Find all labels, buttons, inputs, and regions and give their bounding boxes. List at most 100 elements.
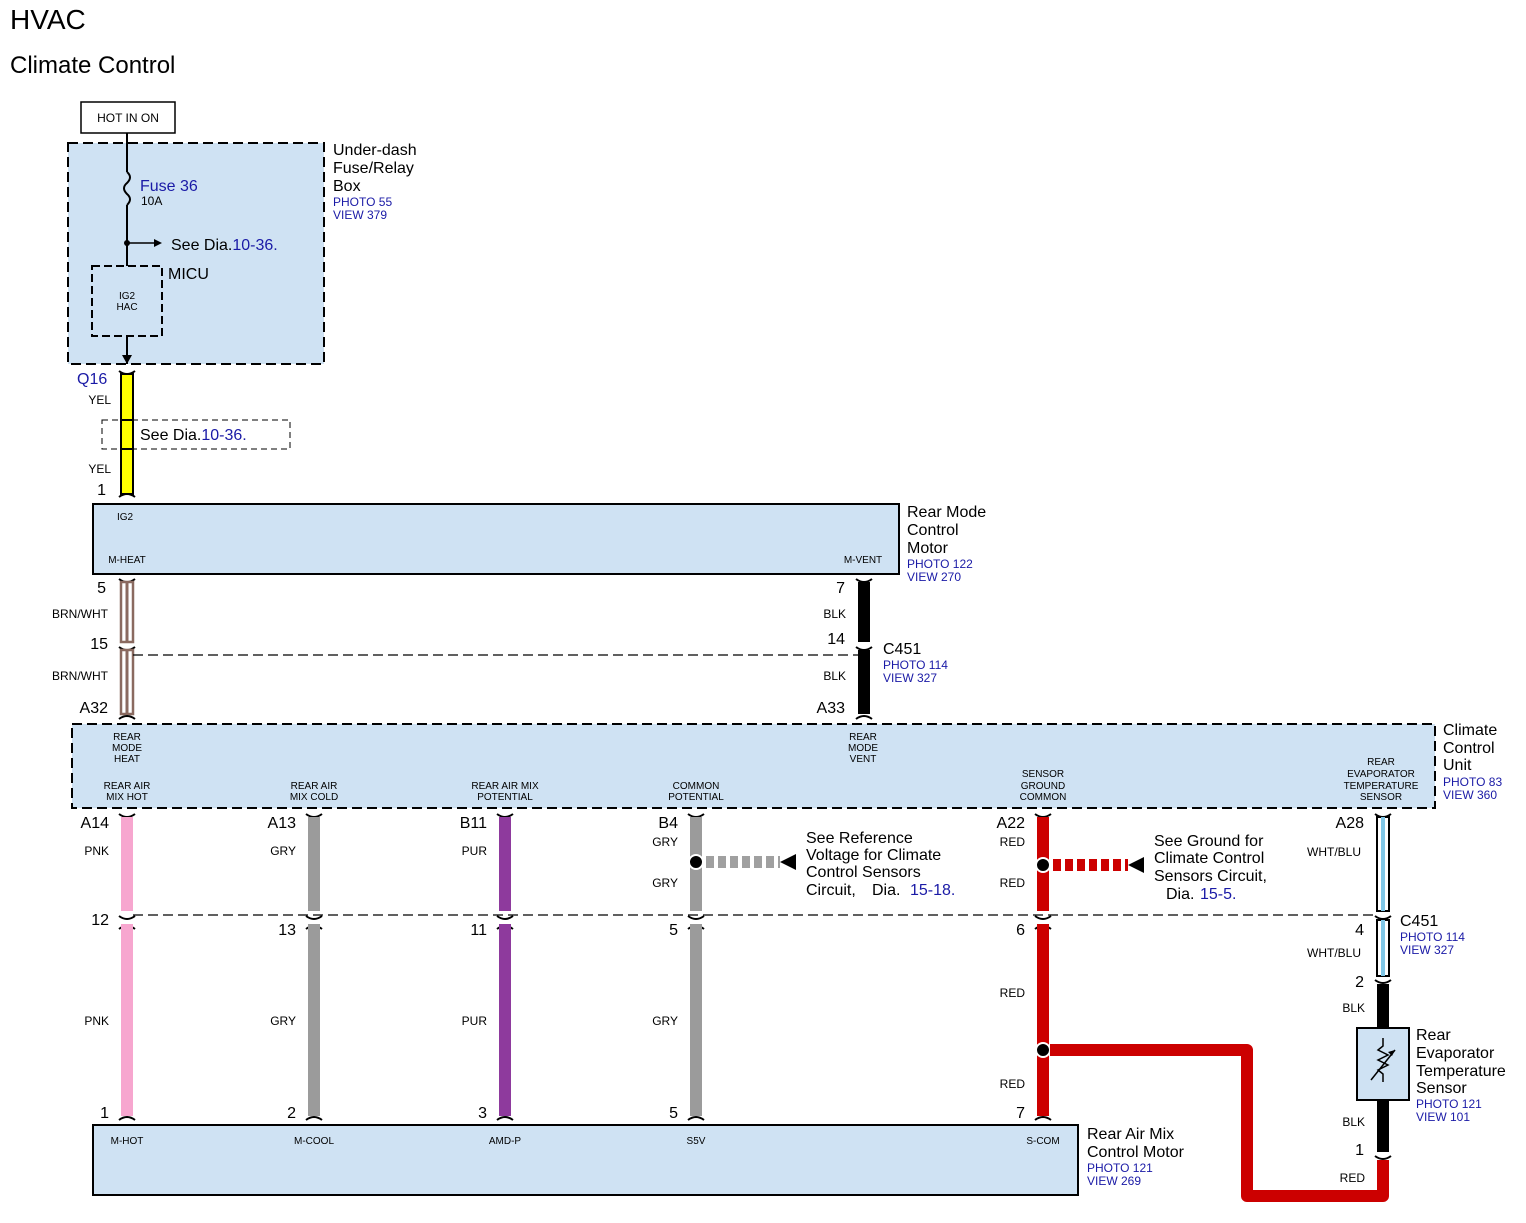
c451-lower-photo-link[interactable]: PHOTO 114 (1400, 930, 1465, 944)
lower-wire-3-c451-pin: 5 (669, 922, 678, 939)
cu-label-rear-mode-heat: REAR MODE HEAT (112, 732, 142, 765)
blk-wire-label-2: BLK (823, 669, 846, 683)
svg-text:SENSOR: SENSOR (1022, 769, 1064, 780)
svg-text:SENSOR: SENSOR (1360, 792, 1402, 803)
rear-mode-pin-1: 1 (97, 482, 106, 499)
svg-text:REAR AIR MIX: REAR AIR MIX (471, 781, 539, 792)
climate-control-unit-box (71, 723, 1436, 809)
svg-text:15-5.: 15-5. (1200, 886, 1236, 903)
blk-wire-upper (858, 582, 870, 642)
lower-wire-0-c451-pin: 12 (91, 912, 109, 929)
page-title: HVAC (10, 4, 86, 35)
pin-1-connector (118, 493, 136, 498)
cu-pin-a32: A32 (80, 700, 109, 717)
red-ground-loop-wire (1050, 1044, 1389, 1202)
evap-sensor-view-link[interactable]: VIEW 101 (1416, 1110, 1470, 1124)
pin-a33-connector (855, 715, 873, 720)
svg-text:HEAT: HEAT (114, 754, 140, 765)
blk-pin-7: 7 (836, 580, 845, 597)
cu-pin-a28: A28 (1336, 815, 1365, 832)
cu-photo-link[interactable]: PHOTO 83 (1443, 775, 1502, 789)
lower-wire-3-motor-pin: 5 (669, 1105, 678, 1122)
red-sensor-label: RED (1340, 1171, 1366, 1185)
svg-text:Voltage for Climate: Voltage for Climate (806, 847, 941, 864)
cu-label-evap-sensor: REAR EVAPORATOR TEMPERATURE SENSOR (1344, 757, 1419, 803)
yel-wire-overlay (120, 419, 134, 450)
pin-1-sensor-connector (1374, 1155, 1392, 1160)
evap-sensor-name-4: Sensor (1416, 1080, 1467, 1097)
cu-label-mix-hot: REAR AIR MIX HOT (104, 781, 151, 803)
thermistor-icon (1370, 1038, 1396, 1082)
lower-wire-2-cu-pin: B11 (460, 815, 487, 832)
lower-wire-1-motor-connector (305, 1116, 323, 1121)
ref-ground-text[interactable]: See Ground for Climate Control Sensors C… (1154, 833, 1267, 903)
red-ground-splice (1035, 1042, 1051, 1058)
svg-text:POTENTIAL: POTENTIAL (668, 792, 724, 803)
cu-pin-a33: A33 (817, 700, 846, 717)
fuse-box-view-link[interactable]: VIEW 379 (333, 208, 387, 222)
wht-blu-label-1: WHT/BLU (1307, 845, 1361, 859)
lower-wire-1-color-bottom: GRY (270, 1014, 296, 1028)
pin-7-connector (855, 578, 873, 583)
cu-label-sensor-ground: SENSOR GROUND COMMON (1020, 769, 1067, 803)
lower-wire-0-motor-pin: 1 (100, 1105, 109, 1122)
rear-mode-view-link[interactable]: VIEW 270 (907, 570, 961, 584)
svg-text:Circuit,: Circuit, (806, 882, 856, 899)
c451-upper-photo-link[interactable]: PHOTO 114 (883, 658, 948, 672)
rear-air-mix-view-link[interactable]: VIEW 269 (1087, 1174, 1141, 1188)
svg-text:COMMON: COMMON (673, 781, 720, 792)
motor-pin-s5v: S5V (687, 1136, 706, 1147)
rear-air-mix-name-1: Rear Air Mix (1087, 1126, 1174, 1143)
fuse-box-name-2: Fuse/Relay (333, 160, 414, 177)
lower-wire-2-upper (499, 817, 511, 911)
pin-14-connector (855, 646, 873, 651)
c451-upper-view-link[interactable]: VIEW 327 (883, 671, 937, 685)
evap-sensor-name-3: Temperature (1416, 1063, 1506, 1080)
svg-text:MODE: MODE (848, 743, 878, 754)
lower-wire-2-cu-connector (496, 813, 514, 818)
blk-sensor-label-1: BLK (1342, 1001, 1365, 1015)
fuse-box-photo-link[interactable]: PHOTO 55 (333, 195, 392, 209)
see-dia-arrow-head (154, 239, 162, 247)
lower-wire-3-motor-connector (687, 1116, 705, 1121)
blk-sensor-wire-upper (1377, 984, 1389, 1028)
c451-lower-view-link[interactable]: VIEW 327 (1400, 943, 1454, 957)
svg-text:GROUND: GROUND (1021, 781, 1065, 792)
svg-text:EVAPORATOR: EVAPORATOR (1347, 769, 1415, 780)
cu-label-mix-potential: REAR AIR MIX POTENTIAL (471, 781, 539, 803)
evap-sensor-name-2: Evaporator (1416, 1045, 1495, 1062)
fuse-36-symbol (123, 171, 131, 206)
brn-pin-15: 15 (90, 636, 108, 653)
lower-wire-1-upper (308, 817, 320, 911)
fuse-36-rating: 10A (141, 194, 162, 208)
evap-pin-1: 1 (1355, 1142, 1364, 1159)
svg-text:Dia.: Dia. (1166, 886, 1194, 903)
cu-view-link[interactable]: VIEW 360 (1443, 788, 1497, 802)
micu-pin-hac: HAC (116, 302, 137, 313)
rear-mode-pin-mheat: M-HEAT (108, 555, 146, 566)
motor-pin-mhot: M-HOT (111, 1136, 144, 1147)
rear-mode-photo-link[interactable]: PHOTO 122 (907, 557, 973, 571)
q16-connector-label: Q16 (77, 371, 107, 388)
svg-text:Control Sensors: Control Sensors (806, 864, 921, 881)
lower-wire-4-color-bottom: RED (1000, 986, 1026, 1000)
svg-text:TEMPERATURE: TEMPERATURE (1344, 781, 1419, 792)
q16-see-dia[interactable]: See Dia.10-36. (140, 427, 247, 444)
ref-ground-splice (1035, 857, 1051, 873)
lower-wire-0-c451-connector (118, 915, 136, 920)
lower-wire-0-cu-pin: A14 (81, 815, 110, 832)
lower-wire-4-cu-connector (1034, 813, 1052, 818)
lower-wire-3-color-bottom: GRY (652, 1014, 678, 1028)
rear-mode-pin-ig2: IG2 (117, 512, 134, 523)
lower-wire-group: A14PNK12PNK1A13GRY13GRY2B11PUR11PUR3B4GR… (81, 813, 1052, 1122)
evap-sensor-photo-link[interactable]: PHOTO 121 (1416, 1097, 1482, 1111)
lower-wire-0-upper (121, 817, 133, 911)
svg-text:COMMON: COMMON (1020, 792, 1067, 803)
lower-wire-1-motor-pin: 2 (287, 1105, 296, 1122)
svg-text:REAR: REAR (113, 732, 141, 743)
ref-voltage-text[interactable]: See Reference Voltage for Climate Contro… (806, 830, 955, 899)
brn-wire-label-1: BRN/WHT (52, 607, 109, 621)
rear-air-mix-photo-link[interactable]: PHOTO 121 (1087, 1161, 1153, 1175)
evap-pin-2: 2 (1355, 974, 1364, 991)
lower-wire-2-lower (499, 924, 511, 1116)
